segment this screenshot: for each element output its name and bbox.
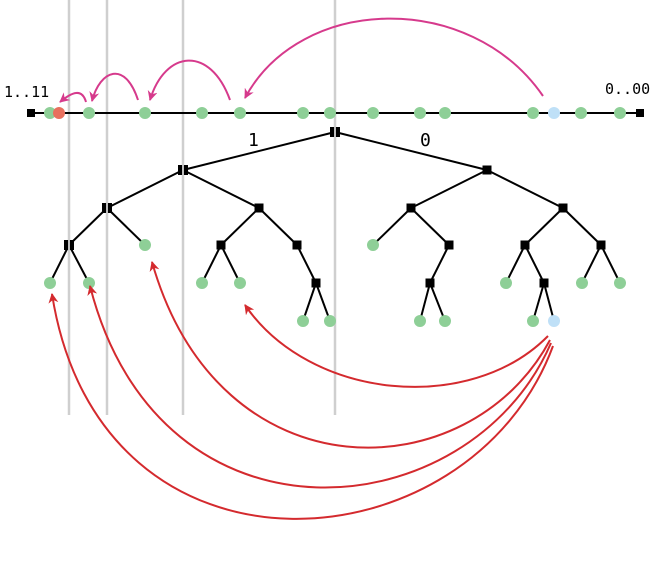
pink-arrows (59, 17, 544, 103)
tree-internal-node (520, 240, 530, 250)
tree-internal-node (596, 240, 606, 250)
tree-edge (201, 244, 222, 284)
tree-internal-node (482, 165, 492, 175)
tree-edge (581, 244, 602, 284)
right-branch-label: 0 (420, 130, 431, 151)
tree-edge (258, 207, 298, 246)
number-line-leaf (139, 107, 151, 119)
tree-edge (68, 207, 108, 246)
number-line-right-end (636, 109, 644, 117)
red-arrow (244, 304, 549, 388)
tree-leaf (500, 277, 512, 289)
tree-edge (68, 244, 90, 284)
tree-edge (505, 244, 526, 284)
tree-edge (106, 169, 184, 209)
tree-edge (543, 282, 555, 322)
number-line-leaf (439, 107, 451, 119)
tree-edge (302, 282, 317, 322)
tree-leaf (439, 315, 451, 327)
tree-edge (220, 207, 260, 246)
number-line-leaves (44, 107, 626, 119)
tree-leaf (83, 277, 95, 289)
tree-edge (334, 131, 488, 171)
number-line-leaf (527, 107, 539, 119)
number-line-leaf (324, 107, 336, 119)
tree-edge (182, 131, 336, 171)
number-line-left-end (27, 109, 35, 117)
number-line-leaf (234, 107, 246, 119)
left-branch-label: 1 (248, 130, 259, 151)
tree-query-leaf (548, 315, 560, 327)
tree-internal-node (425, 278, 435, 288)
tree-edge (220, 244, 241, 284)
tree-internal-node (254, 203, 264, 213)
tree-edges (49, 131, 621, 322)
tree-internal-nodes (64, 127, 606, 288)
tree-edge (486, 169, 564, 209)
pink-arrow (59, 92, 87, 103)
tree-leaf (614, 277, 626, 289)
tree-leaf (196, 277, 208, 289)
pink-arrow (89, 72, 139, 102)
tree-edge (49, 244, 70, 284)
tree-edge (600, 244, 621, 284)
tree-edge (524, 244, 545, 284)
tree-split-node (330, 127, 340, 137)
tree-edge (429, 282, 446, 322)
number-line-leaf (44, 107, 56, 119)
tree-leaf (234, 277, 246, 289)
number-line-query-leaf (548, 107, 560, 119)
tree-split-node (102, 203, 112, 213)
tree-edge (410, 207, 450, 246)
tree-internal-node (292, 240, 302, 250)
red-arrow (149, 261, 551, 449)
tree-edge (372, 207, 412, 246)
tree-edge (429, 244, 450, 284)
tree-edge (315, 282, 331, 322)
right-end-label: 0..00 (605, 80, 650, 98)
tree-split-node (178, 165, 188, 175)
tree-internal-node (558, 203, 568, 213)
tree-edge (562, 207, 602, 246)
tree-leaves (44, 239, 626, 327)
number-line-leaf (83, 107, 95, 119)
red-arrow (87, 285, 552, 489)
left-end-label: 1..11 (4, 83, 49, 101)
tree-leaf (527, 315, 539, 327)
tree-split-node (64, 240, 74, 250)
number-line-leaf (196, 107, 208, 119)
tree-internal-node (216, 240, 226, 250)
tree-leaf (139, 239, 151, 251)
tree-edge (410, 169, 488, 209)
red-arrow (48, 293, 554, 520)
tree-internal-node (444, 240, 454, 250)
tree-leaf (324, 315, 336, 327)
vertical-guides (67, 0, 337, 415)
tree-edge (532, 282, 545, 322)
number-line-leaf (367, 107, 379, 119)
number-line-leaf (297, 107, 309, 119)
pink-arrow (147, 59, 231, 101)
tree-internal-node (406, 203, 416, 213)
number-line-leaf (575, 107, 587, 119)
tree-leaf (44, 277, 56, 289)
tree-edge (106, 207, 146, 246)
red-arrows (48, 261, 554, 520)
number-line-leaf (414, 107, 426, 119)
number-line-leaf (614, 107, 626, 119)
tree-leaf (576, 277, 588, 289)
tree-internal-node (539, 278, 549, 288)
tree-edge (296, 244, 317, 284)
tree-leaf (297, 315, 309, 327)
number-line-target-leaf (53, 107, 65, 119)
tree-leaf (414, 315, 426, 327)
tree-edge (419, 282, 431, 322)
tree-edge (524, 207, 564, 246)
tree-internal-node (311, 278, 321, 288)
tree-leaf (367, 239, 379, 251)
pink-arrow (244, 17, 544, 99)
tree-edge (182, 169, 260, 209)
